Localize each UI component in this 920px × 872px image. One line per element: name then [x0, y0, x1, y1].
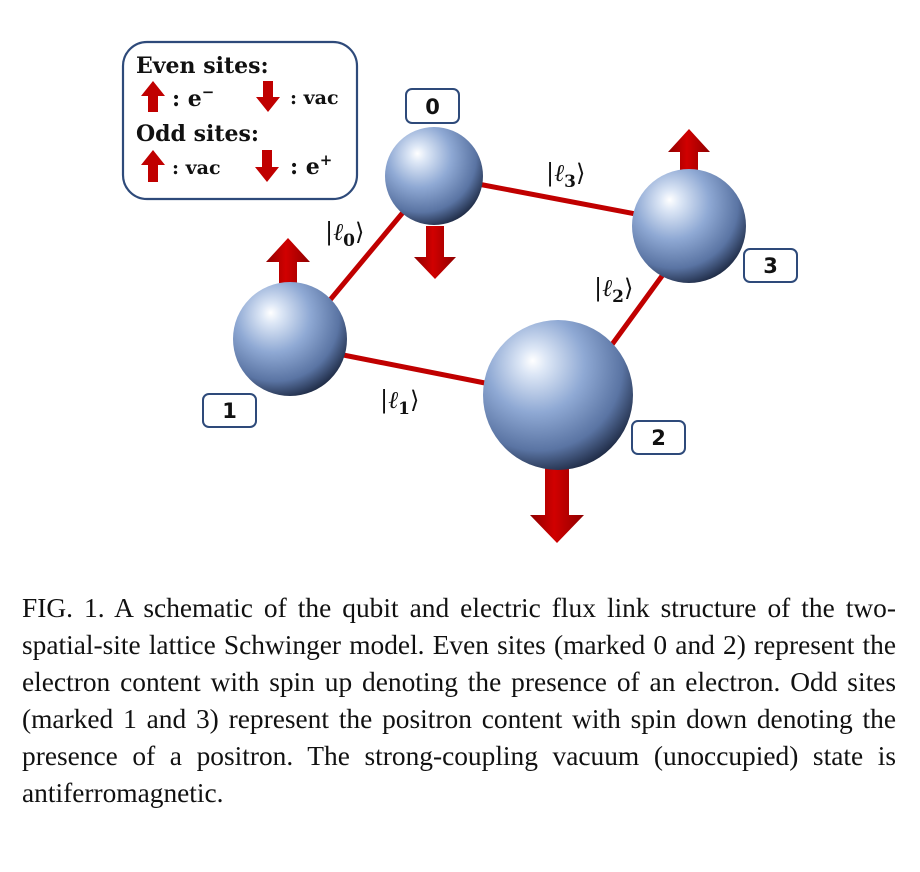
legend-box: Even sites: : e− : vac Odd sites: : vac …	[121, 40, 359, 201]
legend-up-arrow-icon	[141, 150, 165, 182]
link-3-label: |ℓ3⟩	[546, 159, 585, 192]
site-0-label: 0	[425, 95, 440, 119]
site-3-sphere	[632, 169, 746, 283]
site-2-label: 2	[651, 426, 666, 450]
site-3-label: 3	[763, 254, 778, 278]
site-0-sphere	[385, 127, 483, 225]
legend-odd-down-label: : e+	[290, 151, 332, 180]
legend-up-arrow-icon	[141, 81, 165, 112]
link-1-label: |ℓ1⟩	[380, 386, 419, 419]
site-2-label-box: 2	[631, 420, 686, 455]
flux-links	[315, 181, 681, 387]
site-1-label-box: 1	[202, 393, 257, 428]
legend-even-down-label: : vac	[290, 87, 339, 109]
site-1-sphere	[233, 282, 347, 396]
site-1-up-arrow-icon	[266, 238, 310, 292]
lattice-sites	[233, 127, 746, 470]
link-1	[315, 347, 493, 387]
link-2-label: |ℓ2⟩	[594, 274, 633, 307]
site-1-label: 1	[222, 399, 237, 423]
link-0-label: |ℓ0⟩	[325, 218, 364, 251]
link-labels: |ℓ0⟩ |ℓ1⟩ |ℓ2⟩ |ℓ3⟩	[325, 159, 633, 419]
site-3-label-box: 3	[743, 248, 798, 283]
legend-even-title: Even sites:	[136, 53, 269, 79]
spin-arrows	[266, 129, 710, 543]
site-label-boxes: 0 1 2 3	[202, 88, 798, 455]
legend-down-arrow-icon	[255, 150, 279, 182]
site-3-up-arrow-icon	[668, 129, 710, 183]
legend-even-up-label: : e−	[172, 83, 214, 112]
link-0	[327, 195, 418, 303]
site-0-down-arrow-icon	[414, 226, 456, 279]
site-2-sphere	[483, 320, 633, 470]
link-3	[475, 181, 639, 217]
legend-odd-up-label: : vac	[172, 157, 221, 179]
site-0-label-box: 0	[405, 88, 460, 124]
legend-odd-title: Odd sites:	[136, 121, 259, 147]
site-2-down-arrow-icon	[530, 467, 584, 543]
figure-caption: FIG. 1. A schematic of the qubit and ele…	[22, 593, 896, 808]
legend-down-arrow-icon	[256, 81, 280, 112]
